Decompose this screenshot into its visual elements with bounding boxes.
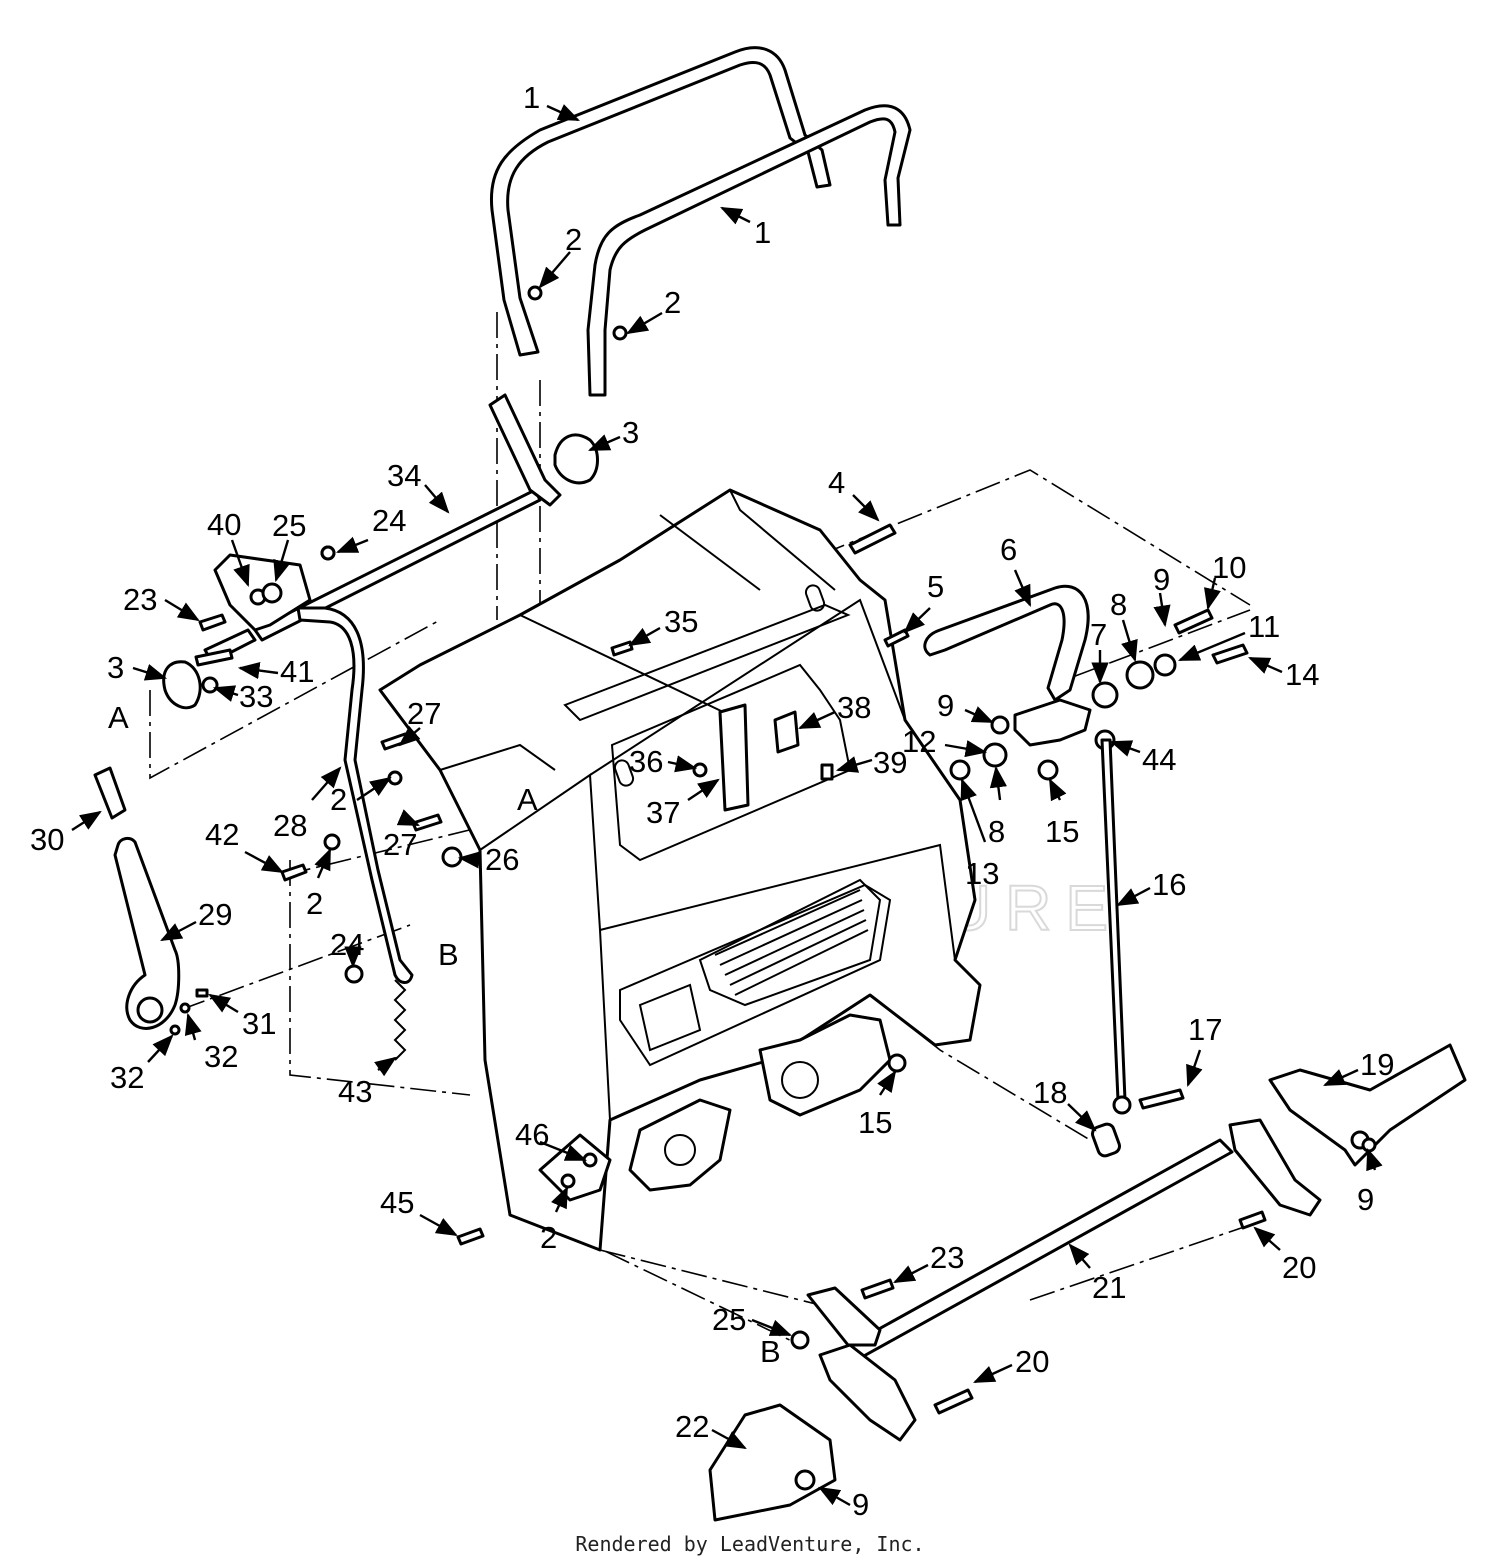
link-rod: [1091, 738, 1185, 1158]
callout-6: 6: [1000, 532, 1017, 567]
callout-41: 41: [280, 654, 314, 689]
hand-lever: [93, 766, 209, 1036]
callout-39: 39: [873, 745, 907, 780]
console-frame: [378, 488, 982, 1252]
callout-28: 28: [273, 808, 307, 843]
callout-44: 44: [1142, 742, 1176, 777]
callout-24-upper: 24: [372, 503, 406, 538]
callout-31: 31: [242, 1006, 276, 1041]
callout-b-upper: B: [438, 937, 459, 972]
spring: [393, 979, 407, 1061]
callout-3-upper: 3: [622, 415, 639, 450]
callout-30: 30: [30, 822, 64, 857]
callout-21: 21: [1092, 1270, 1126, 1305]
callout-25-upper: 25: [272, 508, 306, 543]
callout-46: 46: [515, 1117, 549, 1152]
callout-24-lower: 24: [330, 927, 364, 962]
callout-b-lower: B: [760, 1334, 781, 1369]
callouts: 1 1 2 2 3 34 40 25 24 23 3 41 33: [30, 80, 1394, 1522]
transmission-assembly: [628, 1013, 892, 1192]
callout-23-upper: 23: [123, 582, 157, 617]
callout-12: 12: [902, 724, 936, 759]
callout-11: 11: [1248, 609, 1280, 644]
callout-45: 45: [380, 1185, 414, 1220]
callout-29: 29: [198, 897, 232, 932]
callout-18: 18: [1033, 1075, 1067, 1110]
callout-2-a: 2: [565, 222, 582, 257]
callout-15-lower: 15: [858, 1105, 892, 1140]
handle-bar-left: [489, 46, 832, 357]
handle-bar-right: [586, 104, 912, 397]
callout-33: 33: [239, 679, 273, 714]
callout-25-lower: 25: [712, 1302, 746, 1337]
callout-7: 7: [1090, 617, 1107, 652]
switch-bracket: [692, 703, 834, 812]
callout-10: 10: [1212, 550, 1246, 585]
callout-19: 19: [1360, 1047, 1394, 1082]
callout-9-b: 9: [937, 688, 954, 723]
callout-1-upper: 1: [523, 80, 540, 115]
callout-16: 16: [1152, 867, 1186, 902]
callout-15-upper: 15: [1045, 814, 1079, 849]
callout-42: 42: [205, 817, 239, 852]
callout-27-upper: 27: [407, 696, 441, 731]
callout-a-left: A: [108, 700, 129, 735]
callout-8-upper: 8: [1110, 587, 1127, 622]
callout-5: 5: [927, 569, 944, 604]
callout-9-d: 9: [852, 1487, 869, 1522]
callout-1-right: 1: [754, 215, 771, 250]
callout-34: 34: [387, 458, 421, 493]
callout-38: 38: [837, 690, 871, 725]
callout-2-b: 2: [664, 285, 681, 320]
callout-4: 4: [828, 465, 845, 500]
control-rod-assembly: [162, 393, 599, 710]
callout-3-lower: 3: [107, 650, 124, 685]
callout-20-lower: 20: [1015, 1344, 1049, 1379]
callout-23-lower: 23: [930, 1240, 964, 1275]
callout-20-right: 20: [1282, 1250, 1316, 1285]
engine-grille: [638, 878, 882, 1052]
callout-32-a: 32: [204, 1039, 238, 1074]
fasteners: [198, 285, 1377, 1246]
callout-40: 40: [207, 507, 241, 542]
callout-9-c: 9: [1357, 1182, 1374, 1217]
callout-a-right: A: [517, 782, 538, 817]
callout-17: 17: [1188, 1012, 1222, 1047]
control-lever: [296, 606, 414, 984]
callout-27-lower: 27: [383, 827, 417, 862]
callout-2-c: 2: [330, 782, 347, 817]
callout-26: 26: [485, 842, 519, 877]
callout-37: 37: [646, 795, 680, 830]
callout-14: 14: [1285, 657, 1319, 692]
callout-43: 43: [338, 1074, 372, 1109]
callout-8-lower: 8: [988, 814, 1005, 849]
footer-credit: Rendered by LeadVenture, Inc.: [575, 1532, 925, 1556]
callout-35: 35: [664, 604, 698, 639]
callout-32-b: 32: [110, 1060, 144, 1095]
callout-36: 36: [629, 744, 663, 779]
callout-9-a: 9: [1153, 562, 1170, 597]
callout-2-d: 2: [306, 886, 323, 921]
callout-22: 22: [675, 1409, 709, 1444]
foot-pedal-assembly: [708, 1043, 1467, 1522]
right-handle: [923, 584, 1092, 747]
callout-13: 13: [965, 856, 999, 891]
callout-2-e: 2: [540, 1220, 557, 1255]
